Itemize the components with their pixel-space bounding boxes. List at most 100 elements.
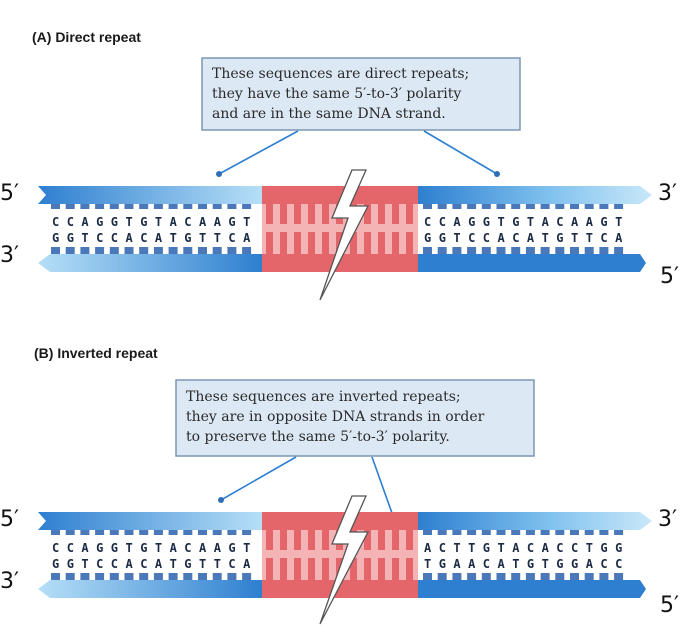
base-letter: C (140, 557, 147, 571)
base-pair-rung (153, 204, 163, 209)
base-pair-rung (540, 530, 550, 535)
base-pair-rung (227, 530, 237, 535)
base-pair-rung (437, 530, 447, 535)
base-letter: A (542, 541, 550, 555)
base-pair-rung (570, 247, 579, 254)
base-pair-rung (364, 202, 371, 224)
base-pair-rung (153, 530, 163, 535)
pointer-line-left (218, 130, 299, 175)
base-pair-rung (406, 558, 413, 580)
base-letter: C (556, 215, 563, 229)
base-pair-rung (266, 232, 273, 254)
base-pair-rung (153, 573, 163, 580)
base-pair-rung (364, 232, 371, 254)
base-pair-rung (350, 232, 357, 254)
base-pair-rung (280, 202, 287, 224)
base-pair-rung (198, 247, 207, 254)
base-pair-rung (65, 573, 75, 580)
top-backbone-right (418, 186, 652, 204)
base-letter: G (96, 541, 103, 555)
base-pair-rung (294, 202, 301, 224)
base-pair-rung (423, 573, 432, 580)
base-pair-rung (378, 528, 385, 550)
pointer-line-left (220, 456, 297, 501)
base-letter: C (228, 557, 235, 571)
base-letter: G (483, 215, 490, 229)
top-backbone-middle (262, 186, 418, 204)
base-pair-rung (423, 247, 432, 254)
base-letter: G (527, 557, 534, 571)
base-letter: T (542, 231, 549, 245)
base-letter: C (468, 231, 475, 245)
base-letter: C (439, 215, 446, 229)
base-letter: G (111, 541, 118, 555)
base-letter: T (542, 557, 549, 571)
base-letter: A (199, 215, 207, 229)
base-pair-rung (423, 530, 432, 535)
base-pair-rung (467, 530, 477, 535)
base-letter: T (170, 231, 177, 245)
pointer-line-right (423, 130, 498, 175)
base-pair-rung (212, 204, 222, 209)
base-pair-rung (452, 530, 462, 535)
base-pair-rung (511, 530, 521, 535)
base-pair-rung (124, 530, 134, 535)
base-letter: A (453, 215, 461, 229)
base-letter: G (556, 557, 563, 571)
base-pair-rung (280, 232, 287, 254)
base-letter: G (67, 231, 74, 245)
base-pair-rung (406, 202, 413, 224)
base-pair-rung (555, 247, 565, 254)
base-letter: C (111, 557, 118, 571)
base-letter: A (512, 541, 520, 555)
base-letter: T (512, 557, 519, 571)
base-letter: T (453, 231, 460, 245)
panel-label-a: (A) Direct repeat (32, 29, 141, 45)
base-letter: A (126, 557, 134, 571)
dna-duplex-b (38, 495, 652, 625)
base-letter: T (155, 541, 162, 555)
base-pair-rung (350, 558, 357, 580)
base-letter: G (228, 541, 235, 555)
base-pair-rung (511, 247, 521, 254)
base-pair-rung (80, 573, 90, 580)
base-pair-rung (555, 573, 565, 580)
base-letter: C (52, 541, 59, 555)
callout-line: These sequences are inverted repeats; (186, 389, 461, 405)
base-pair-rung (406, 528, 413, 550)
base-pair-rung (294, 232, 301, 254)
base-letter: C (67, 541, 74, 555)
base-pair-rung (308, 528, 315, 550)
base-pair-rung (183, 573, 193, 580)
base-letter: G (468, 215, 475, 229)
base-pair-rung (540, 247, 550, 254)
callout-line: and are in the same DNA strand. (212, 106, 446, 122)
base-letter: A (81, 541, 89, 555)
end-label-top-right: 3′ (658, 181, 677, 206)
base-letter: T (571, 231, 578, 245)
base-pair-rung (599, 573, 609, 580)
base-pair-rung (467, 573, 477, 580)
top-backbone-left (38, 186, 262, 204)
base-letter: A (542, 215, 550, 229)
base-letter: T (498, 215, 505, 229)
base-letter: C (67, 215, 74, 229)
base-pair-rung (496, 204, 506, 209)
base-letter: A (170, 215, 178, 229)
base-pair-rung (95, 247, 105, 254)
callout-line: they are in opposite DNA strands in orde… (186, 409, 485, 425)
base-letter: A (126, 231, 134, 245)
base-pair-rung (109, 204, 119, 209)
base-pair-rung (599, 204, 609, 209)
base-letter: T (199, 231, 206, 245)
base-pair-rung (322, 232, 329, 254)
base-letter: A (615, 231, 623, 245)
base-letter: G (483, 541, 490, 555)
dna-duplex-a (38, 169, 652, 301)
base-pair-rung (540, 204, 550, 209)
base-letter: A (243, 231, 251, 245)
base-pair-rung (467, 247, 477, 254)
base-letter: A (586, 215, 594, 229)
